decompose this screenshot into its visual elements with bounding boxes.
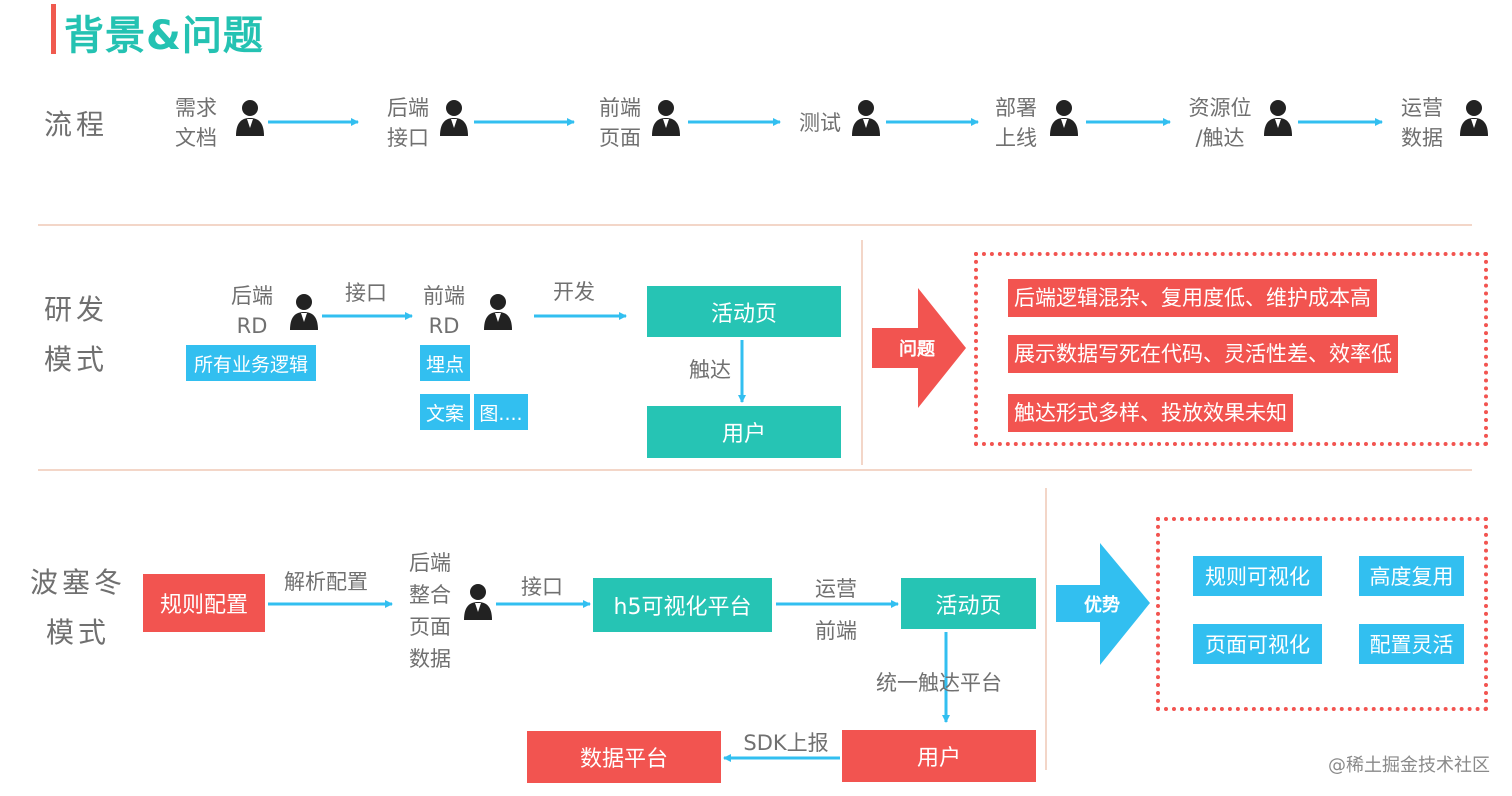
- h5-platform-box: h5可视化平台: [593, 578, 772, 632]
- rule-config-box: 规则配置: [143, 574, 265, 632]
- step-line2: 页面: [599, 126, 641, 150]
- advantage-item: 页面可视化: [1193, 624, 1322, 664]
- step-line1: 运营: [1401, 96, 1443, 120]
- advantage-item: 配置灵活: [1359, 624, 1464, 664]
- dev-user-box: 用户: [647, 406, 841, 458]
- person-icon: [290, 294, 318, 330]
- step-line: 后端: [409, 551, 451, 575]
- flow-step-deploy: 部署 上线: [990, 93, 1042, 153]
- dev-activity-page-box: 活动页: [647, 286, 841, 337]
- step-line1: 前端: [423, 284, 465, 308]
- section-label-line2: 模式: [44, 343, 109, 376]
- person-icon: [1050, 100, 1078, 136]
- step-line2: RD: [428, 314, 460, 338]
- flow-step-test: 测试: [794, 108, 846, 138]
- person-icon: [852, 100, 880, 136]
- problem-item: 后端逻辑混杂、复用度低、维护成本高: [1008, 279, 1377, 317]
- sdk-report-label: SDK上报: [743, 731, 829, 755]
- problems-box: [974, 252, 1488, 446]
- person-icon: [440, 100, 468, 136]
- step-line1: 资源位: [1188, 96, 1252, 120]
- section-poseidon-label: 波塞冬 模式: [28, 558, 128, 658]
- pos-interface-label: 接口: [521, 575, 563, 599]
- flow-step-frontend: 前端 页面: [594, 93, 646, 153]
- step-line1: 测试: [799, 111, 841, 135]
- dev-frontend-rd: 前端 RD: [418, 281, 470, 341]
- flow-step-ops-data: 运营 数据: [1396, 93, 1448, 153]
- step-line: 运营: [815, 577, 857, 601]
- step-line2: RD: [236, 314, 268, 338]
- section-label-line1: 研发: [44, 293, 109, 326]
- section-flow-label: 流程: [44, 108, 109, 141]
- tag-all-business-logic: 所有业务逻辑: [186, 345, 316, 381]
- problem-arrow-label: 问题: [899, 339, 935, 360]
- flow-step-backend: 后端 接口: [382, 93, 434, 153]
- title-accent-bar: [51, 4, 56, 54]
- step-line2: 文档: [175, 126, 217, 150]
- step-line: 前端: [815, 619, 857, 643]
- dev-reach-label: 触达: [689, 358, 731, 382]
- step-line2: /触达: [1195, 126, 1245, 150]
- advantage-arrow-label: 优势: [1084, 595, 1120, 616]
- person-icon: [464, 584, 492, 620]
- step-line2: 接口: [387, 126, 429, 150]
- problem-arrow-shape: [872, 288, 966, 408]
- step-line2: 数据: [1401, 126, 1443, 150]
- flow-step-resource: 资源位 /触达: [1180, 93, 1260, 153]
- ops-frontend-label: 运营 前端: [808, 568, 864, 652]
- step-line: 页面: [409, 615, 451, 639]
- dev-arrow-interface-label: 接口: [345, 281, 387, 305]
- person-icon: [484, 294, 512, 330]
- watermark: @稀土掘金技术社区: [1328, 755, 1490, 776]
- advantage-item: 规则可视化: [1193, 556, 1322, 596]
- step-line1: 部署: [995, 96, 1037, 120]
- step-line: 整合: [409, 583, 451, 607]
- advantages-box: [1156, 517, 1488, 711]
- step-line: 数据: [409, 647, 451, 671]
- problem-item: 触达形式多样、投放效果未知: [1008, 394, 1293, 432]
- advantage-arrow-shape: [1056, 543, 1150, 665]
- problem-item: 展示数据写死在代码、灵活性差、效率低: [1008, 335, 1398, 373]
- section-dev-label: 研发 模式: [44, 285, 108, 385]
- parse-config-label: 解析配置: [284, 570, 368, 594]
- pos-user-box: 用户: [842, 730, 1036, 782]
- page-title: 背景&问题: [64, 13, 264, 59]
- pos-backend-integrate: 后端 整合 页面 数据: [404, 547, 456, 675]
- step-line1: 后端: [387, 96, 429, 120]
- person-icon: [236, 100, 264, 136]
- pos-activity-page-box: 活动页: [901, 578, 1036, 629]
- person-icon: [1264, 100, 1292, 136]
- data-platform-box: 数据平台: [527, 731, 721, 783]
- step-line1: 需求: [175, 96, 217, 120]
- advantage-item: 高度复用: [1359, 556, 1464, 596]
- step-line2: 上线: [995, 126, 1037, 150]
- dev-backend-rd: 后端 RD: [226, 281, 278, 341]
- person-icon: [652, 100, 680, 136]
- tag-tracking: 埋点: [420, 345, 470, 381]
- tag-copy: 文案: [420, 394, 470, 430]
- section-label-line1: 波塞冬: [29, 566, 126, 599]
- step-line1: 前端: [599, 96, 641, 120]
- flow-step-requirements: 需求 文档: [170, 93, 222, 153]
- unified-reach-label: 统一触达平台: [876, 671, 1002, 695]
- tag-image: 图....: [474, 394, 528, 430]
- section-label-line2: 模式: [45, 616, 110, 649]
- person-icon: [1460, 100, 1488, 136]
- step-line1: 后端: [231, 284, 273, 308]
- dev-arrow-develop-label: 开发: [553, 280, 595, 304]
